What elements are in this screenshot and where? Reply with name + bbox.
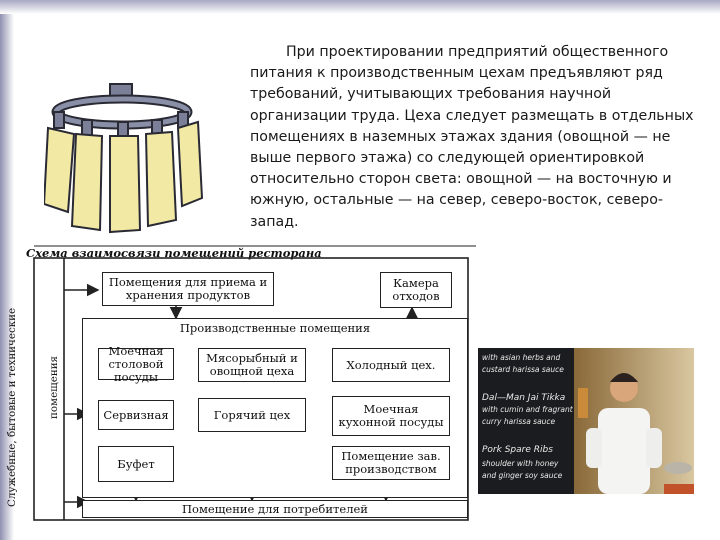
box-consumers: Помещение для потребителей [82,500,468,518]
board-line-7: shoulder with honey [482,459,559,468]
board-line-2: custard harissa sauce [482,365,564,374]
decorative-frame-top [0,0,720,14]
order-tickets-clipart [44,83,204,234]
body-paragraph: При проектировании предприятий обществен… [250,44,694,230]
production-label: Производственные помещения [179,321,371,335]
side-label-line1: Служебные, бытовые и технические [6,308,18,507]
box-buffet: Буфет [98,446,174,482]
box-serving: Сервизная [98,400,174,430]
side-label: Служебные, бытовые и технические [6,308,18,507]
box-dishwash-table: Моечная столовой посуды [98,344,174,383]
chef-chalkboard-photo: with asian herbs and custard harissa sau… [478,348,694,494]
board-line-8: and ginger soy sauce [482,471,563,480]
board-line-1: with asian herbs and [482,353,560,362]
board-line-4: with cumin and fragrant [482,405,574,414]
board-line-3: Dal—Man Jai Tikka [482,393,565,403]
box-manager: Помещение зав. производством [332,446,450,480]
chalkboard [478,348,574,494]
side-label-line2: помещения [48,356,60,419]
chef-figure [586,373,662,494]
box-meat-veg: Мясорыбный и овощной цеха [198,348,306,382]
rooms-relationship-scheme: Схема взаимосвязи помещений ресторана [26,244,476,522]
board-line-5: curry harissa sauce [482,417,556,426]
box-waste: Камера отходов [380,272,452,308]
box-cold: Холодный цех. [332,348,450,382]
box-hot: Горячий цех [198,398,306,432]
box-storage: Помещения для приема и хранения продукто… [102,272,274,306]
box-dishwash-kitchen: Моечная кухонной посуды [332,396,450,436]
decorative-frame-left [0,0,14,540]
board-line-6: Pork Spare Ribs [482,445,553,455]
side-label-2: помещения [48,356,60,419]
scheme-title: Схема взаимосвязи помещений ресторана [26,246,322,260]
